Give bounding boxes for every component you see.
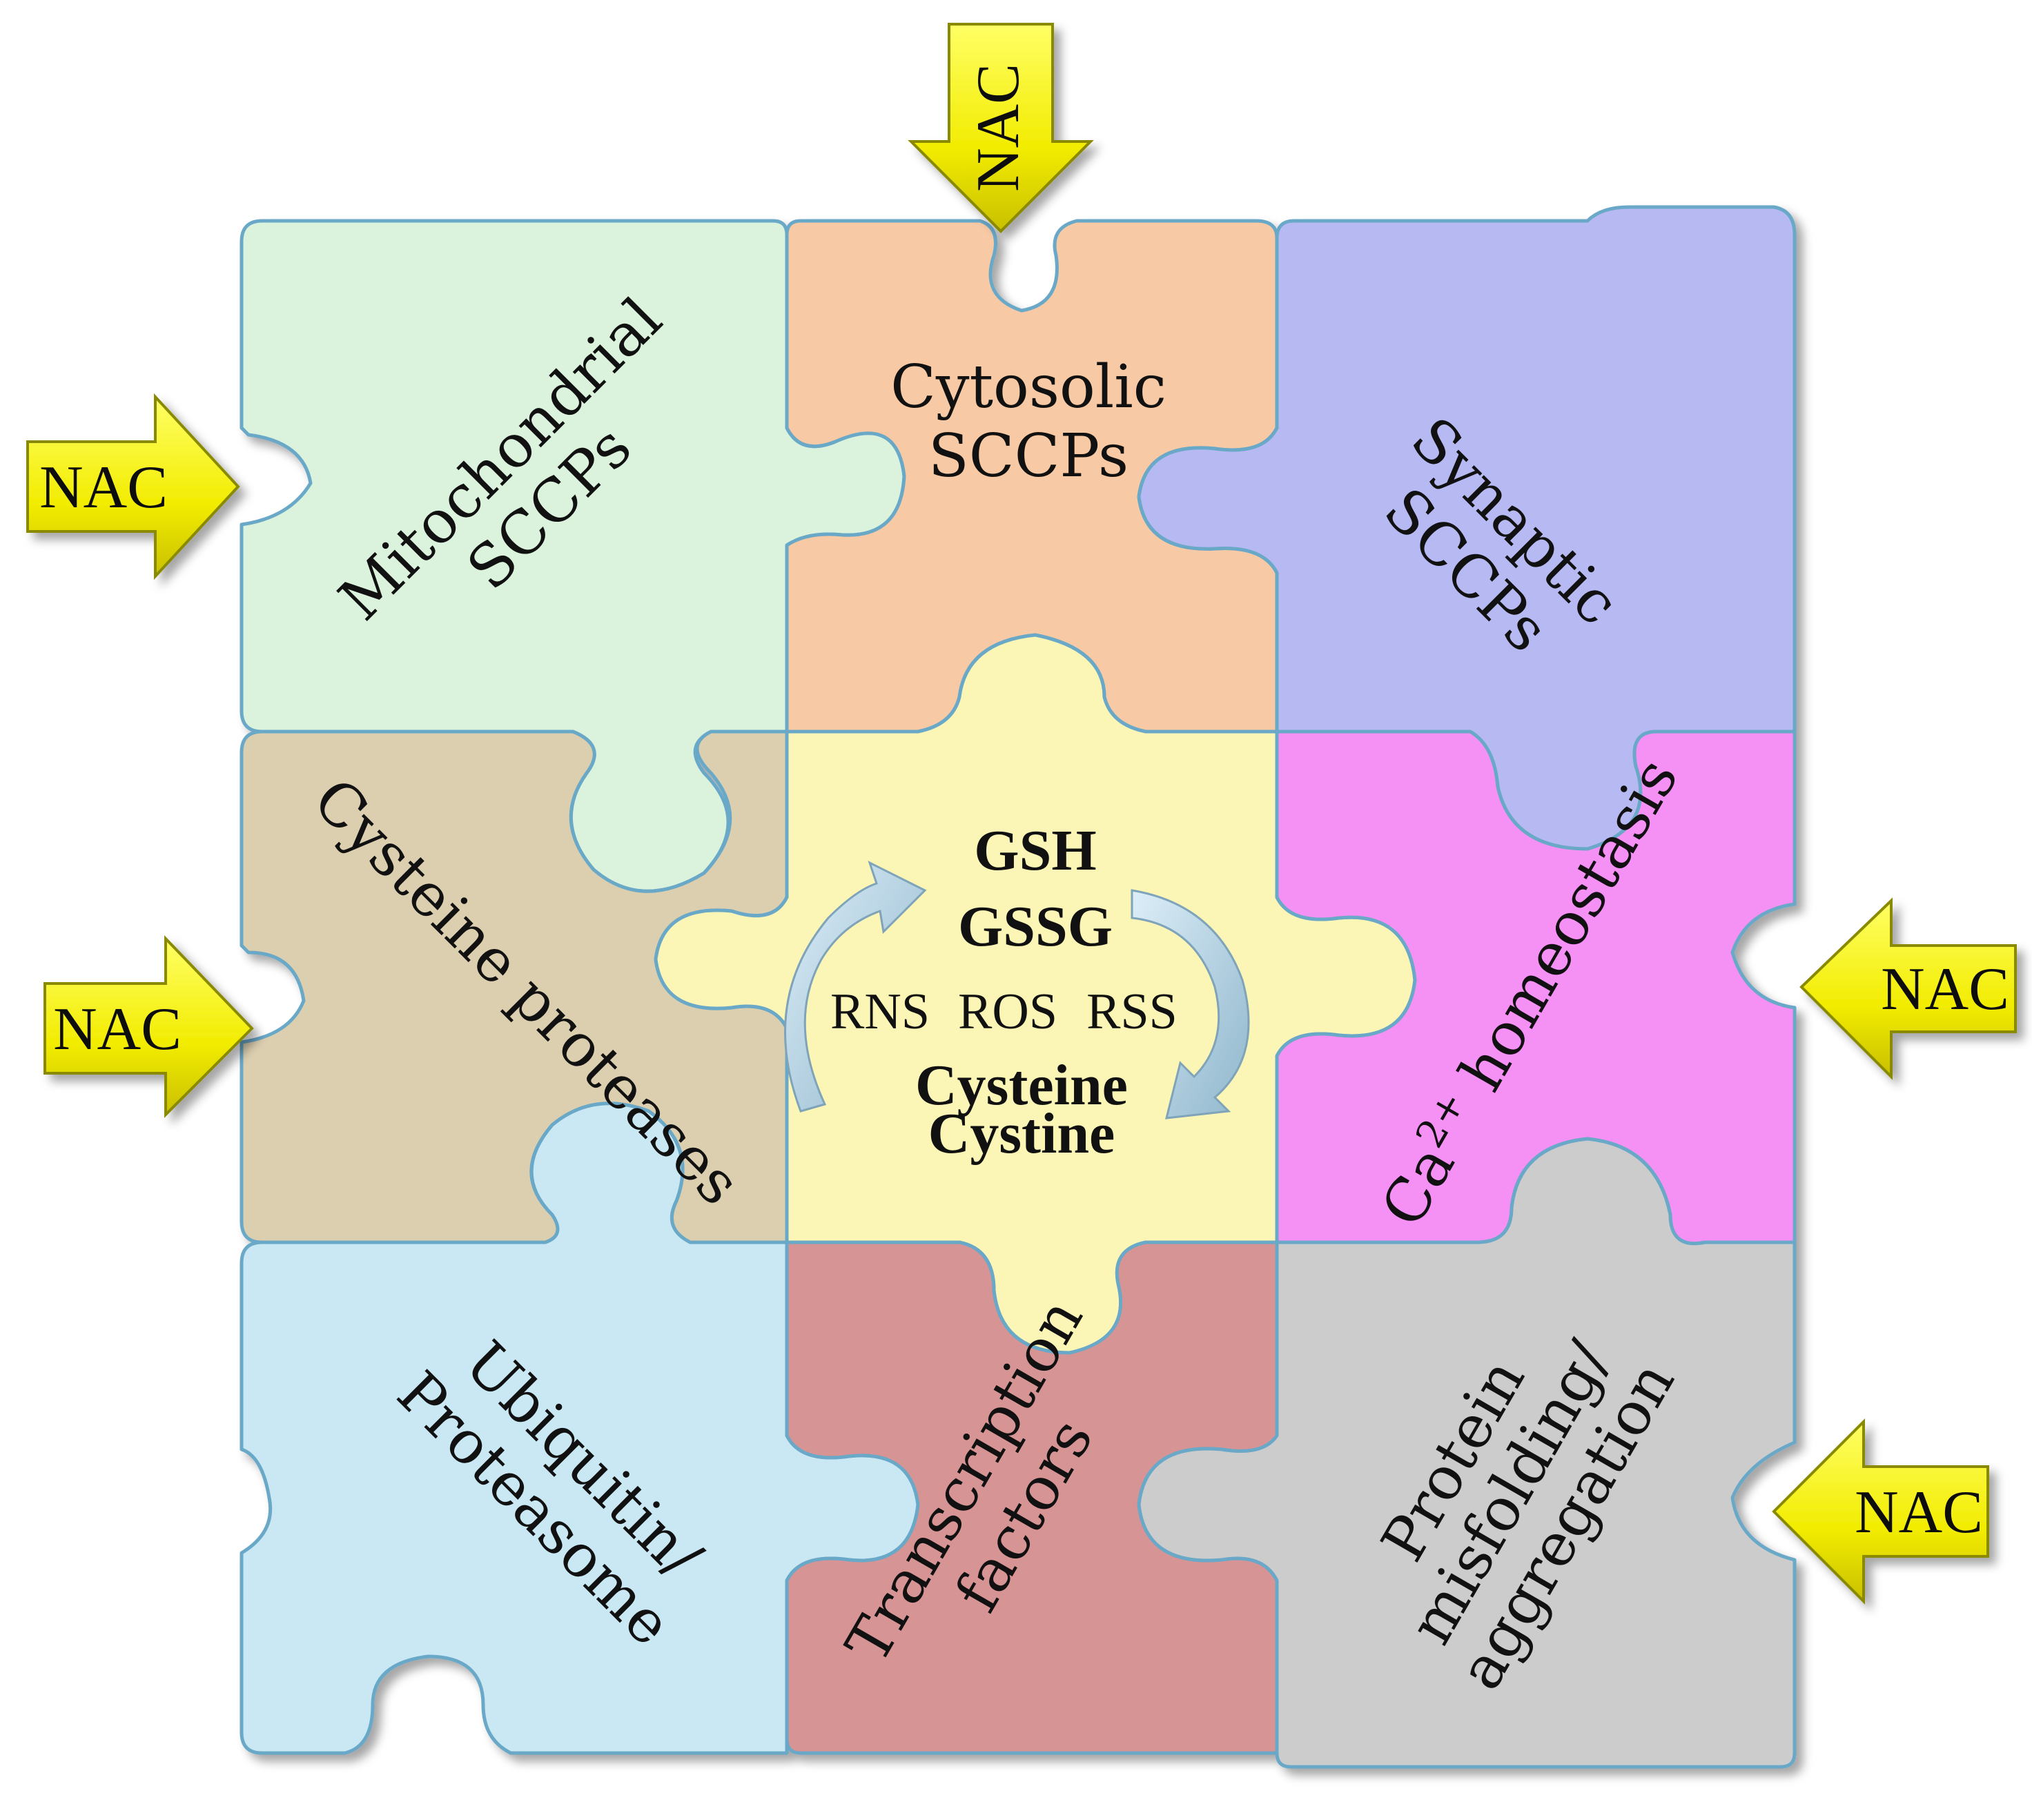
center-gssg: GSSG: [958, 894, 1113, 959]
nac-arrow-left-lower: NAC: [43, 935, 254, 1118]
cycle-arrow-right: [1131, 889, 1250, 1119]
label-cytosolic: Cytosolic SCCPs: [890, 353, 1166, 491]
svg-text:Cytosolic: Cytosolic: [890, 353, 1166, 422]
piece-protein: [1137, 1137, 1797, 1769]
center-cystine: Cystine: [928, 1102, 1115, 1166]
svg-text:NAC: NAC: [1881, 956, 2009, 1023]
nac-arrow-left-upper: NAC: [26, 393, 240, 580]
nac-arrow-top: NAC: [908, 23, 1094, 233]
svg-text:SCCPs: SCCPs: [928, 422, 1129, 491]
svg-text:NAC: NAC: [53, 996, 182, 1063]
center-rss: RSS: [1086, 984, 1178, 1040]
nac-arrow-right-upper: NAC: [1799, 897, 2017, 1080]
svg-text:NAC: NAC: [965, 63, 1032, 192]
center-cycle: GSH GSSG RNS ROS RSS Cysteine Cystine: [784, 819, 1250, 1166]
center-cysteine: Cysteine: [915, 1053, 1128, 1117]
nac-arrow-right-lower: NAC: [1772, 1418, 1989, 1605]
center-ros: ROS: [958, 984, 1057, 1040]
center-rns: RNS: [830, 984, 930, 1040]
svg-text:NAC: NAC: [1855, 1479, 1983, 1546]
center-gsh: GSH: [974, 819, 1096, 883]
cycle-arrow-left: [784, 861, 927, 1113]
svg-text:NAC: NAC: [39, 454, 168, 521]
